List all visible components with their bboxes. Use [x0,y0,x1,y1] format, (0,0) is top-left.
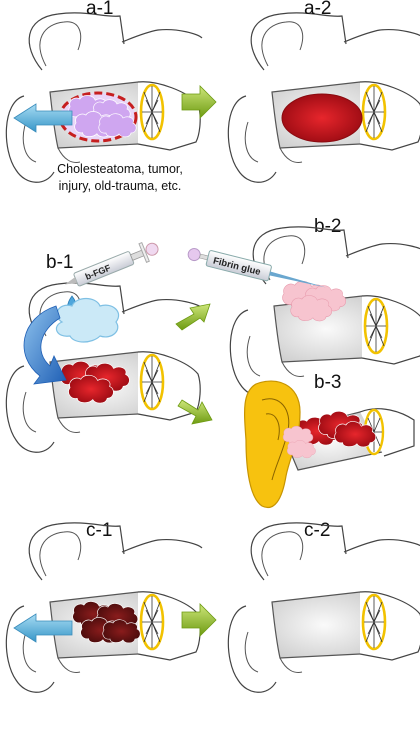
panel-label-b2: b-2 [314,216,341,237]
gelatin-sponge [55,297,120,343]
panel-b2 [229,226,420,397]
right-arrow [177,399,213,425]
curved-arrow [23,305,67,385]
panel-label-b3: b-3 [314,372,341,393]
left-arrow [13,613,73,643]
blood-clot [281,93,363,143]
panel-c2 [227,522,420,693]
panel-label-b1: b-1 [46,252,73,273]
panel-b3 [243,380,415,509]
caption-line-1: Cholesteatoma, tumor, [57,162,183,176]
bfgf-syringe: b-FGF [64,241,159,287]
panel-label-c1: c-1 [86,520,112,541]
panel-c1 [5,522,203,693]
panel-a1 [5,12,203,183]
right-arrow [181,85,217,119]
panel-a2 [227,12,420,183]
old-blood [72,601,141,644]
right-arrow [181,603,217,637]
caption-line-2: injury, old-trauma, etc. [59,179,182,193]
left-arrow [13,103,73,133]
panel-label-a2: a-2 [304,0,331,19]
auricle [243,380,301,509]
right-arrow [175,303,211,331]
panel-label-a1: a-1 [86,0,113,19]
